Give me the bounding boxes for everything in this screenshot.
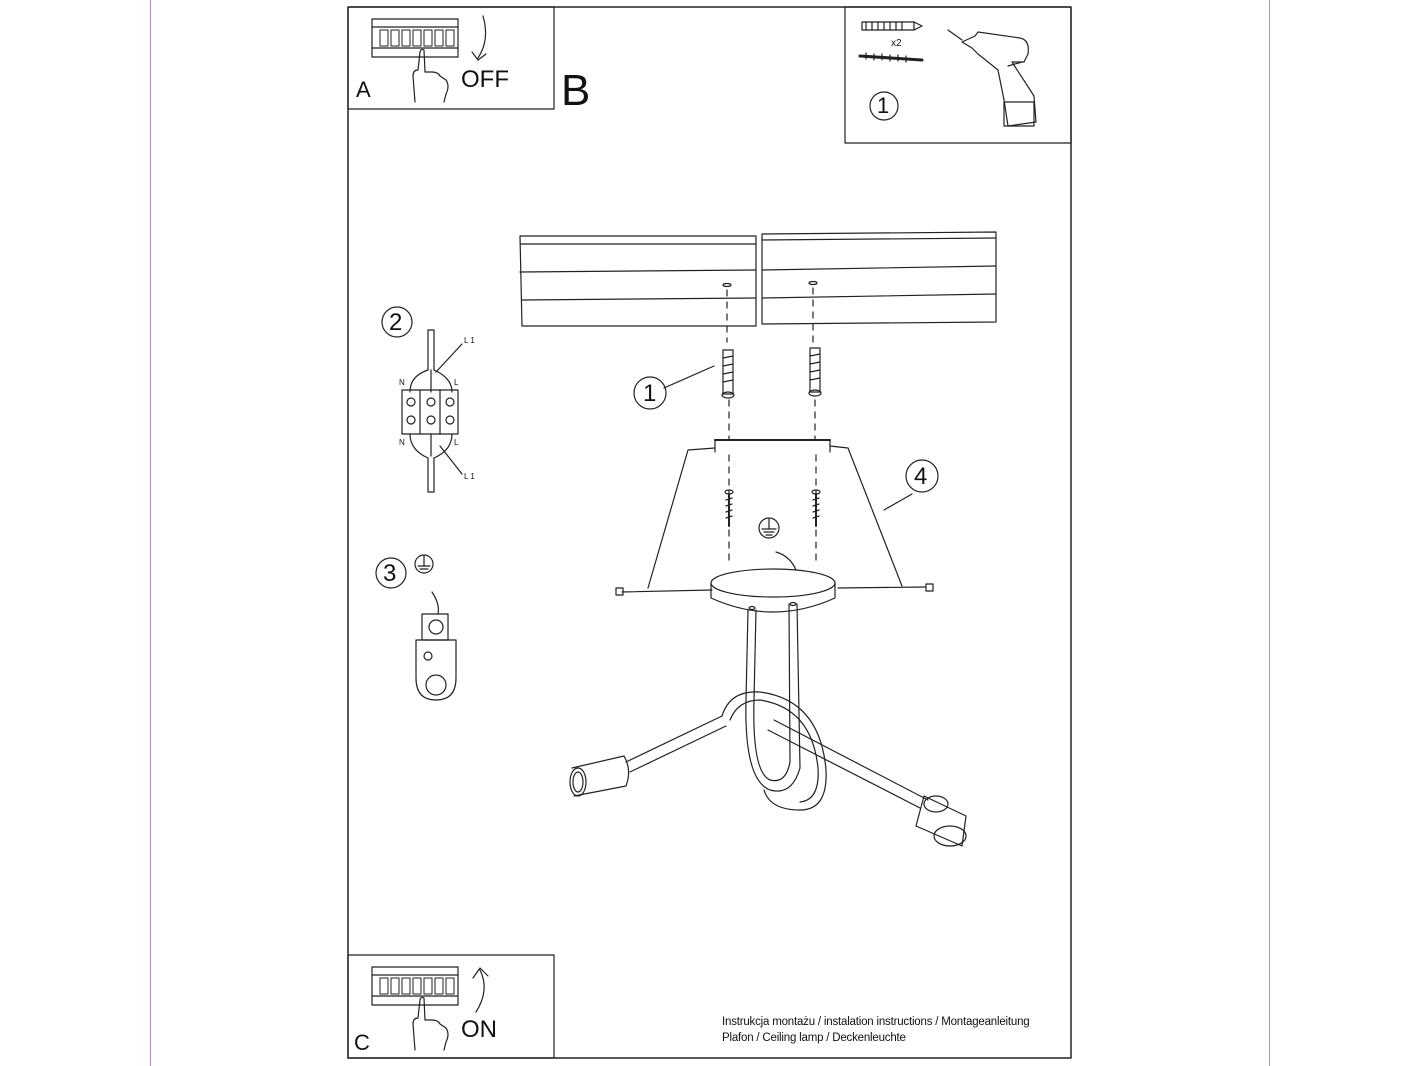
drill-guide-lines (726, 287, 817, 561)
wire-label-n-bottom: N (399, 438, 405, 447)
tools-quantity: x2 (891, 38, 902, 49)
on-arrow (475, 969, 485, 1013)
caption-product: Plafon / Ceiling lamp / Deckenleuchte (722, 1032, 906, 1044)
step-3-circle (375, 557, 407, 589)
canopy-outline (647, 445, 903, 589)
off-arrow (477, 15, 487, 59)
wire-label-l1-top: L 1 (464, 336, 475, 345)
step-2-circle (381, 306, 413, 338)
step-4-number: 4 (914, 463, 928, 490)
wire-label-l-top: L (454, 378, 459, 387)
step-2-number: 2 (389, 309, 403, 336)
panel-a-box (347, 6, 555, 110)
wall-plug-right (808, 347, 822, 397)
screw-right (811, 489, 821, 527)
drill-icon (947, 29, 1037, 127)
lamp-arms (625, 603, 929, 811)
right-margin-line (1269, 0, 1270, 1066)
diagram-frame (347, 6, 1072, 1059)
wire-label-l1-bottom: L 1 (464, 472, 475, 481)
ground-symbol-icon (758, 517, 797, 571)
caption-instructions: Instrukcja montażu / instalation instruc… (722, 1016, 1030, 1028)
tools-step-circle (869, 91, 899, 121)
screw-icon (858, 52, 924, 63)
left-margin-line (150, 0, 151, 1066)
panel-a-letter: A (356, 77, 371, 102)
leader-step-1 (663, 365, 715, 389)
panel-c-box (347, 954, 555, 1059)
breaker-off-icon (371, 18, 459, 103)
screw-left (724, 489, 734, 527)
panel-c-letter: C (354, 1030, 370, 1055)
left-lamp-holder (569, 755, 630, 797)
ground-terminal-diagram (414, 554, 457, 701)
wire-label-l-bottom: L (454, 438, 459, 447)
step-3-number: 3 (383, 560, 397, 587)
right-lamp-holder (915, 795, 967, 847)
side-screws (615, 583, 934, 596)
terminal-block-diagram (401, 329, 463, 493)
lamp-canopy (710, 568, 836, 613)
on-arrow-head (472, 967, 489, 979)
tools-step-number: 1 (877, 93, 890, 118)
panel-b-letter: B (561, 66, 591, 115)
ceiling-boards (519, 231, 997, 327)
off-arrow-head (471, 51, 487, 61)
step-4-circle (905, 459, 939, 493)
wire-label-n-top: N (399, 378, 405, 387)
step-1-number: 1 (643, 380, 657, 407)
wall-plug-icon (861, 21, 923, 31)
tools-box (844, 6, 1072, 144)
off-label: OFF (461, 66, 509, 93)
breaker-on-icon (371, 966, 459, 1051)
mounting-bracket (714, 439, 831, 453)
wall-plug-left (721, 349, 735, 399)
leader-step-4 (883, 493, 913, 511)
on-label: ON (461, 1016, 497, 1043)
step-1-circle (633, 376, 667, 410)
